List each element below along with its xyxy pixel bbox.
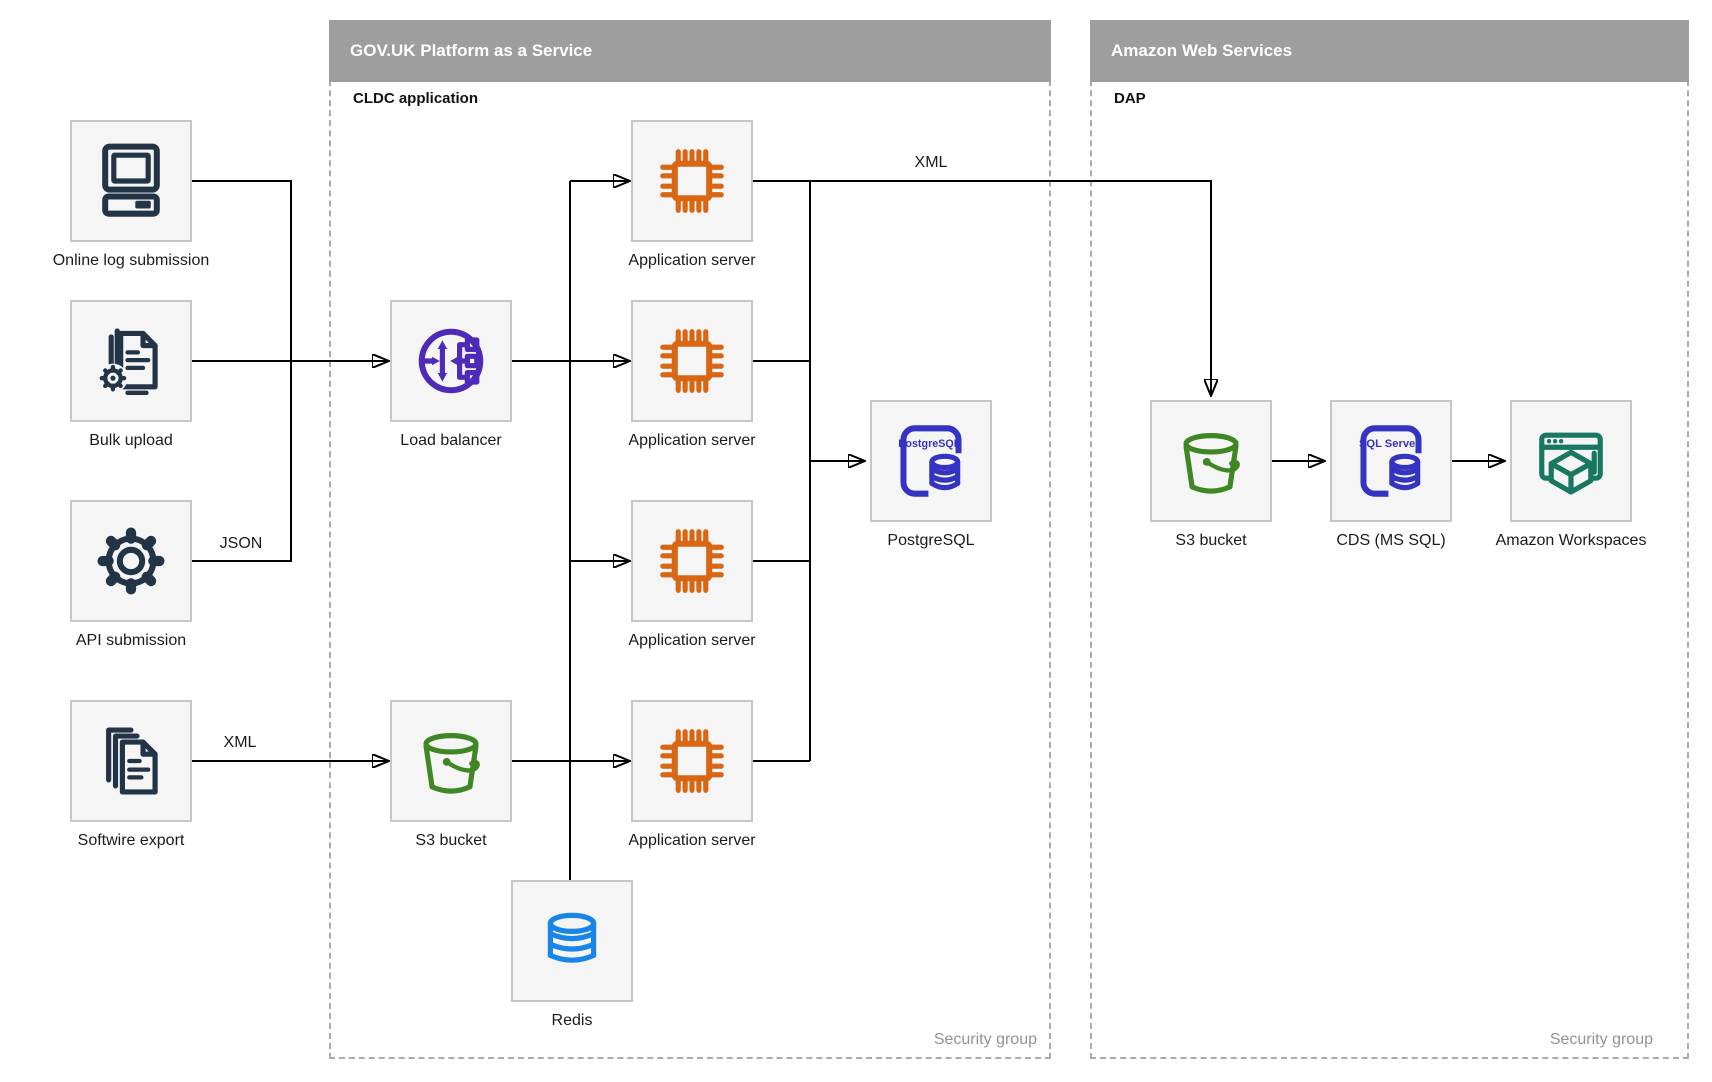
node-label: Softwire export [77, 832, 185, 849]
container-aws-footer: Security group [1549, 1031, 1653, 1048]
node-label: S3 bucket [1175, 532, 1247, 549]
node-label: CDS (MS SQL) [1336, 532, 1446, 549]
container-govuk-paas: GOV.UK Platform as a Service CLDC applic… [329, 20, 1051, 1059]
node-online-log-submission: Online log submission [53, 120, 209, 269]
node-label: Bulk upload [89, 432, 173, 449]
node-label: Load balancer [400, 432, 502, 449]
node-label: S3 bucket [415, 832, 487, 849]
node-label: Redis [551, 1012, 593, 1029]
sql-server-database-icon: SQL Server [1359, 425, 1425, 498]
node-label: Application server [628, 832, 756, 849]
node-app-server-2: Application server [628, 300, 756, 449]
node-label: Application server [628, 632, 756, 649]
chip-icon [660, 729, 724, 793]
load-balancer-icon [418, 328, 484, 394]
postgresql-database-icon: PostgreSQL [898, 425, 965, 498]
container-aws-sublabel: DAP [1114, 90, 1146, 107]
node-label: Amazon Workspaces [1495, 532, 1647, 549]
s3-bucket-icon [423, 733, 480, 794]
container-aws-title: Amazon Web Services [1090, 20, 1689, 82]
redis-database-icon [547, 912, 597, 963]
container-govuk-paas-sublabel: CLDC application [353, 90, 479, 107]
node-app-server-3: Application server [628, 500, 756, 649]
chip-icon [660, 329, 724, 393]
container-govuk-paas-title: GOV.UK Platform as a Service [329, 20, 1051, 82]
workspaces-icon [1539, 432, 1603, 495]
s3-bucket-icon [1183, 433, 1240, 494]
document-gear-icon [98, 328, 158, 395]
container-govuk-paas-footer: Security group [933, 1031, 1037, 1048]
svg-text:SQL Server: SQL Server [1359, 438, 1420, 450]
edge-label-xml-top: XML [914, 154, 948, 171]
document-stack-icon [106, 727, 158, 795]
computer-icon [102, 143, 160, 217]
svg-text:PostgreSQL: PostgreSQL [898, 438, 961, 450]
node-label: API submission [75, 632, 187, 649]
node-label: Online log submission [52, 252, 210, 269]
node-softwire-export: Softwire export [70, 700, 192, 849]
chip-icon [660, 149, 724, 213]
node-bulk-upload: Bulk upload [70, 300, 192, 449]
node-postgresql: PostgreSQL PostgreSQL [870, 400, 992, 549]
node-app-server-1: Application server [628, 120, 756, 269]
node-s3-bucket-aws: S3 bucket [1150, 400, 1272, 549]
edge-label-xml-softwire: XML [223, 734, 257, 751]
edge-label-json: JSON [219, 535, 263, 552]
node-redis: Redis [511, 880, 633, 1029]
gear-icon [97, 527, 165, 595]
node-api-submission: API submission [70, 500, 192, 649]
node-label: Application server [628, 252, 756, 269]
node-amazon-workspaces: Amazon Workspaces [1496, 400, 1646, 549]
node-label: Application server [628, 432, 756, 449]
node-s3-bucket-paas: S3 bucket [390, 700, 512, 849]
node-load-balancer: Load balancer [390, 300, 512, 449]
node-cds-mssql: SQL Server CDS (MS SQL) [1330, 400, 1452, 549]
chip-icon [660, 529, 724, 593]
container-aws: Amazon Web Services DAP Security group [1090, 20, 1689, 1059]
node-label: PostgreSQL [887, 532, 975, 549]
node-app-server-4: Application server [628, 700, 756, 849]
